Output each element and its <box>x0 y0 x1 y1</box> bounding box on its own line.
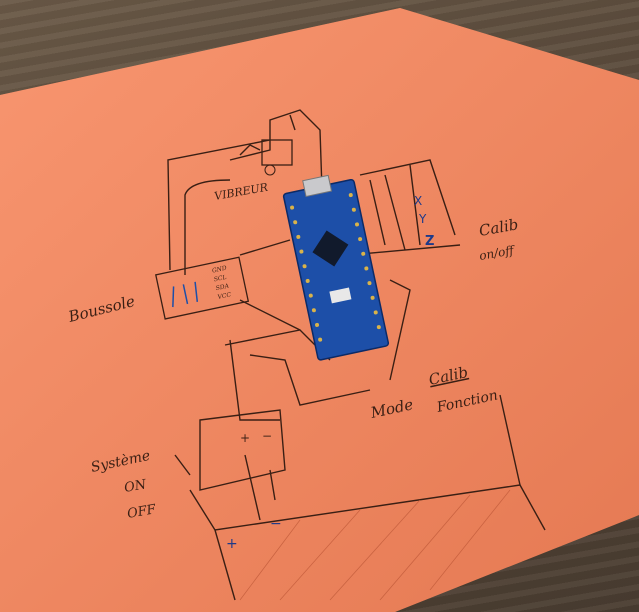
off-label: OFF <box>126 502 158 522</box>
on-off-label: on/off <box>478 243 517 263</box>
compass-module <box>155 256 250 320</box>
axis-x-label: X <box>414 194 422 208</box>
compass-pin-label: SCL <box>213 274 227 283</box>
compass-pin-label: VCC <box>217 291 232 301</box>
axis-z-label: Z <box>425 234 434 249</box>
plus-label: + <box>240 431 250 445</box>
minus-label: − <box>262 429 272 443</box>
compass-pin-label: GND <box>211 265 227 275</box>
circuit-wires <box>167 109 546 601</box>
compass-pin-label: SDA <box>215 282 230 292</box>
axis-y-label: Y <box>418 212 427 226</box>
battery-minus-label: − <box>270 516 282 532</box>
arduino-nano-board <box>282 174 390 361</box>
hatched-battery <box>239 489 511 601</box>
battery-plus-label: + <box>226 536 238 552</box>
on-label: ON <box>123 477 148 496</box>
vibration-motor <box>261 139 293 176</box>
